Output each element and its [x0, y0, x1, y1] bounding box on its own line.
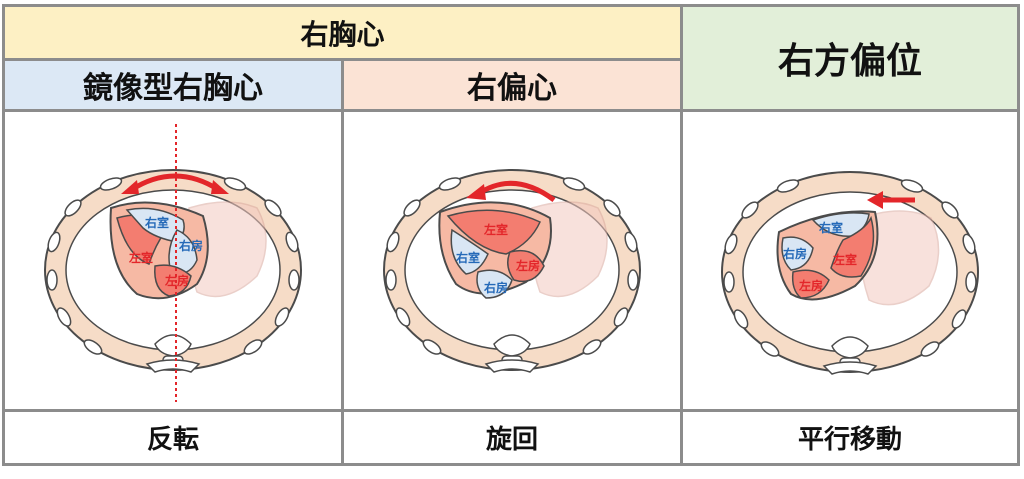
diagram-cell-dextroversion: 左室 右室 左房 右房 [341, 109, 683, 412]
label-right-ventricle: 右室 [455, 250, 480, 265]
ribs [723, 179, 977, 357]
header-dextrocardia: 右胸心 [2, 4, 683, 61]
label-right-ventricle: 右室 [818, 220, 843, 235]
label-right-atrium: 右房 [483, 280, 508, 295]
footer-dextroposition: 平行移動 [680, 409, 1020, 466]
label-left-ventricle: 左室 [483, 222, 508, 237]
header-dextroversion: 右偏心 [341, 58, 683, 112]
label-right-atrium: 右房 [782, 246, 807, 261]
right-atrium-shape [476, 269, 513, 299]
right-atrium-shape [781, 236, 814, 271]
spine [145, 334, 201, 373]
footer-mirror-text: 反転 [146, 425, 199, 455]
ribs [385, 177, 639, 355]
dextroversion-diagram: 左室 右室 左房 右房 [383, 169, 641, 373]
left-atrium-shape [154, 264, 192, 297]
footer-dextroversion: 旋回 [341, 409, 683, 466]
label-left-atrium: 左房 [515, 258, 540, 273]
header-dextrocardia-text: 右胸心 [300, 17, 385, 51]
label-left-ventricle: 左室 [832, 252, 857, 267]
header-mirror-text: 鏡像型右胸心 [83, 71, 263, 106]
footer-dextroposition-text: 平行移動 [797, 425, 902, 455]
mirror-diagram: 右室 右房 左室 左房 [44, 124, 302, 402]
rotation-arc [476, 180, 556, 203]
header-dextroposition: 右方偏位 [680, 4, 1020, 112]
diagram-cell-dextroposition: 右室 右房 左室 左房 [680, 109, 1020, 412]
rotation-arc [129, 173, 221, 193]
left-ventricle-shape [830, 215, 875, 278]
header-mirror-image-dextrocardia: 鏡像型右胸心 [2, 58, 344, 112]
label-left-atrium: 左房 [798, 278, 823, 293]
spine [484, 334, 540, 373]
arrow-head-right-icon [211, 180, 229, 194]
arrow-left-icon [867, 191, 883, 209]
diagram-cell-mirror: 右室 右房 左室 左房 [2, 109, 344, 412]
footer-dextroversion-text: 旋回 [485, 425, 538, 455]
spine [822, 336, 878, 375]
right-ventricle-shape [450, 228, 489, 275]
left-ventricle-shape [446, 209, 541, 255]
arrow-head-left-icon [121, 180, 139, 194]
dextroposition-diagram: 右室 右房 左室 左房 [721, 171, 979, 375]
label-right-ventricle: 右室 [144, 215, 169, 230]
label-left-ventricle: 左室 [128, 250, 153, 265]
arrow-head-left-icon [466, 184, 486, 200]
left-atrium-shape [507, 249, 545, 283]
header-dextroversion-text: 右偏心 [467, 71, 557, 106]
left-atrium-shape [791, 269, 830, 299]
ribs [46, 177, 300, 355]
footer-mirror: 反転 [2, 409, 344, 466]
header-dextroposition-text: 右方偏位 [777, 41, 922, 82]
label-right-atrium: 右房 [178, 238, 203, 253]
